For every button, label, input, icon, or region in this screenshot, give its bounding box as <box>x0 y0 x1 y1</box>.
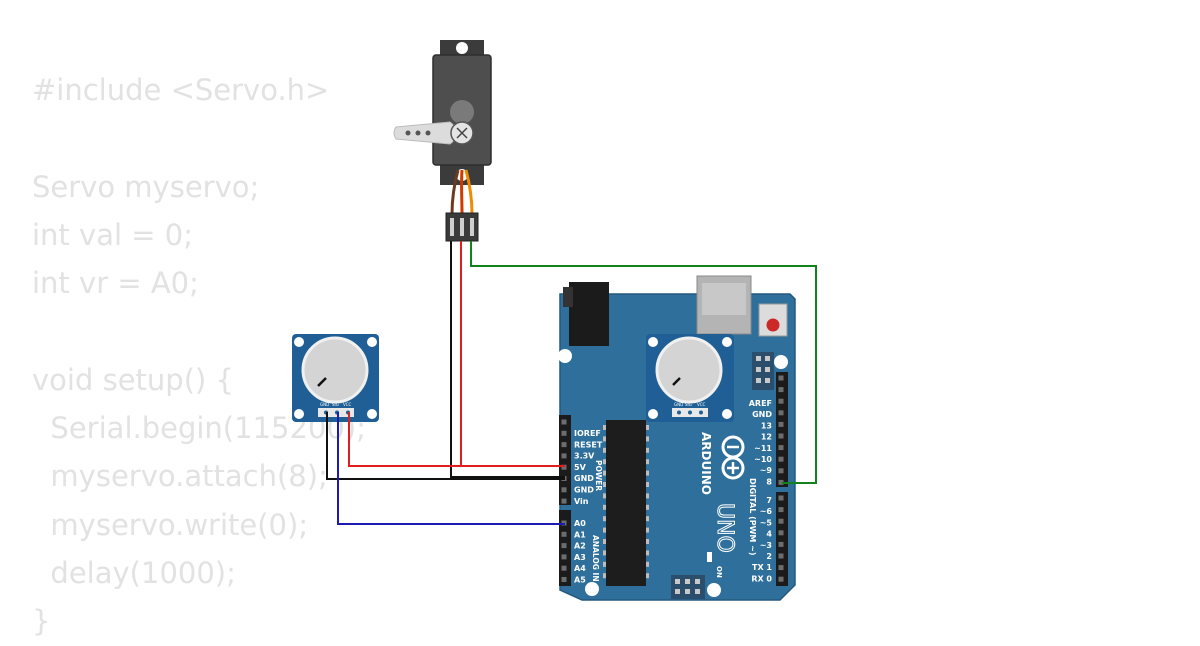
power-header-title: POWER <box>594 460 603 491</box>
pin-label: A0 <box>574 519 586 528</box>
on-led <box>707 552 712 562</box>
mount-hole <box>585 582 599 596</box>
pin-label: RESET <box>574 440 603 449</box>
pot-pin-label: SIG <box>332 402 339 407</box>
pin-label: ~11 <box>754 444 772 453</box>
pin-label: AREF <box>749 399 772 408</box>
potentiometer-knob[interactable] <box>303 338 367 402</box>
pot-pin-label: GND <box>674 402 683 407</box>
pin-label: TX 1 <box>752 563 772 572</box>
power-jack <box>569 282 609 346</box>
icsp-header <box>752 352 774 390</box>
potentiometer-module-onboard[interactable]: GND SIG VCC <box>646 334 734 422</box>
pin-label: Vin <box>574 497 589 506</box>
servo-motor[interactable] <box>394 40 491 185</box>
pin-label: GND <box>574 486 594 495</box>
pin-label: ~10 <box>754 455 772 464</box>
wire-pot-ground[interactable] <box>327 412 565 479</box>
pin-label: ~5 <box>760 518 773 527</box>
board-brand: ARDUINO <box>699 432 713 495</box>
pin-label: A1 <box>574 530 586 539</box>
pin-label: ~6 <box>760 507 773 516</box>
pin-label: ~9 <box>760 466 773 475</box>
analog-header-title: ANALOG IN <box>591 535 600 582</box>
pin-label: A4 <box>574 564 586 573</box>
pin-label: 3.3V <box>574 452 595 461</box>
pin-label: 12 <box>761 433 772 442</box>
pin-label: 4 <box>766 530 772 539</box>
pin-label: 7 <box>766 496 772 505</box>
mount-hole <box>707 583 721 597</box>
pot-pin-label: SIG <box>685 402 692 407</box>
pin-label: A2 <box>574 542 586 551</box>
pin-label: 2 <box>766 552 772 561</box>
on-label: ON <box>715 566 723 578</box>
potentiometer-knob[interactable] <box>657 338 721 402</box>
reset-button-cap <box>767 319 780 332</box>
servo-horn[interactable] <box>394 122 456 144</box>
icsp-header-bottom <box>671 575 705 599</box>
pin-label: 5V <box>574 463 587 472</box>
board-model: UNO <box>712 503 737 553</box>
wire-pot-power[interactable] <box>349 412 565 466</box>
pin-label: GND <box>574 474 594 483</box>
pin-label: RX 0 <box>751 574 772 583</box>
pot-pin-label: VCC <box>697 402 706 407</box>
potentiometer-module[interactable]: GND SIG VCC <box>292 334 379 422</box>
atmega-chip <box>606 420 646 586</box>
mount-hole <box>774 355 788 369</box>
pin-label: A3 <box>574 553 586 562</box>
pin-label: 8 <box>766 477 772 486</box>
pin-label: A5 <box>574 576 586 585</box>
pin-label: IOREF <box>574 429 601 438</box>
digital-header-bottom <box>776 492 788 586</box>
pot-pin-label: VCC <box>343 402 352 407</box>
wire-servo-ground[interactable] <box>451 241 565 477</box>
pin-label: GND <box>752 410 772 419</box>
servo-mount-hole <box>456 42 468 54</box>
pin-label: ~3 <box>760 541 772 550</box>
wire-servo-power[interactable] <box>461 241 565 466</box>
pin-label: 13 <box>761 421 772 430</box>
digital-header-title: DIGITAL (PWM ~) <box>748 478 757 556</box>
pot-pin-label: GND <box>320 402 329 407</box>
mount-hole <box>558 349 572 363</box>
